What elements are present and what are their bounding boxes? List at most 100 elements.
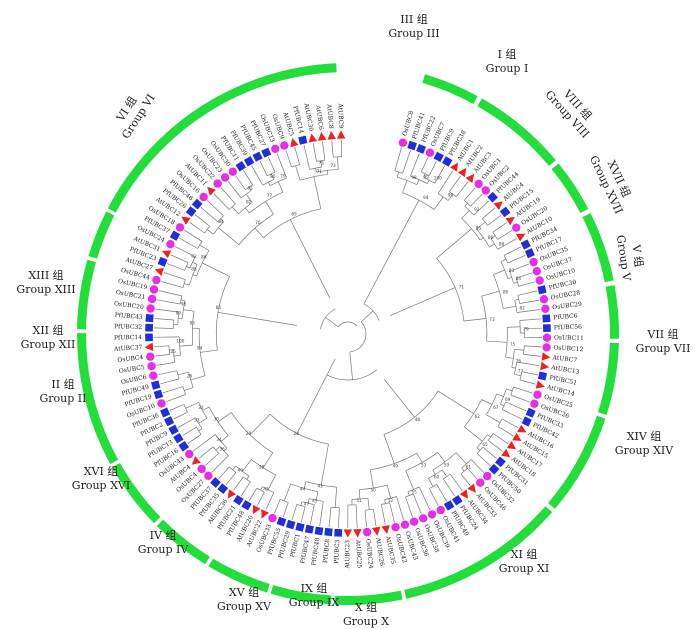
branch-arc: [196, 250, 210, 277]
branch-line: [189, 222, 205, 234]
bootstrap-label: 47: [304, 501, 310, 506]
tree-branches: [153, 140, 543, 529]
branch-arc: [405, 452, 438, 472]
branch-line: [156, 362, 175, 366]
branch-line: [396, 496, 404, 520]
bootstrap-label: 88: [499, 242, 505, 247]
os-marker: [530, 399, 539, 408]
branch-line: [386, 485, 391, 499]
at-marker: [535, 380, 545, 389]
branch-line: [505, 401, 527, 412]
group-label-cn: XIII 组: [28, 268, 63, 282]
branch-line: [296, 358, 336, 434]
bootstrap-label: 71: [317, 169, 323, 174]
branch-line: [190, 375, 206, 381]
os-marker: [280, 141, 289, 150]
branch-arc: [515, 277, 520, 287]
bootstrap-label: 77: [518, 368, 524, 373]
os-marker: [539, 295, 549, 304]
bootstrap-label: 45: [312, 498, 318, 503]
branch-line: [481, 290, 500, 297]
pf-marker: [145, 314, 154, 323]
branch-line: [160, 378, 180, 385]
branch-line: [497, 426, 514, 437]
branch-line: [154, 318, 174, 321]
group-ring-segment-II: [76, 333, 119, 465]
branch-arc: [172, 349, 176, 363]
pf-marker: [169, 230, 181, 241]
leaf-labels: OsUBC8PfUBC41PfUBC22OsUBC7PfUBC9PfUBC38A…: [113, 102, 584, 570]
branch-arc: [214, 434, 228, 449]
os-marker: [391, 523, 400, 532]
leaf-label: AtUBC8: [325, 103, 334, 129]
os-marker: [419, 514, 428, 523]
leaf-label: AtUBC37: [113, 344, 143, 353]
branch-arc: [208, 406, 229, 436]
branch-line: [519, 318, 542, 321]
bootstrap-label: 98: [181, 302, 187, 307]
bootstrap-label: 48: [415, 417, 421, 422]
branch-line: [167, 263, 185, 271]
bootstrap-values: 1009998959492888685848382807977767573716…: [171, 161, 529, 507]
os-marker: [512, 223, 521, 232]
branch-arc: [267, 171, 276, 177]
branch-line: [325, 317, 339, 328]
at-marker: [459, 489, 469, 499]
leaf-label: OsUBC11: [554, 334, 584, 342]
branch-line: [315, 168, 317, 173]
branch-line: [492, 433, 509, 444]
branch-line: [416, 179, 420, 185]
branch-arc: [407, 486, 420, 493]
branch-line: [523, 354, 541, 357]
os-marker: [271, 144, 280, 153]
bootstrap-label: 61: [466, 465, 472, 470]
branch-line: [249, 413, 271, 436]
branch-arc: [316, 168, 339, 173]
branch-line: [496, 393, 504, 397]
pf-marker: [173, 432, 184, 444]
branch-arc: [231, 412, 273, 453]
branch-arc: [370, 452, 417, 471]
branch-line: [254, 227, 264, 238]
branch-line: [265, 201, 274, 215]
branch-line: [174, 246, 196, 258]
branch-arc: [461, 218, 481, 241]
branch-line: [476, 453, 491, 467]
branch-line: [185, 402, 199, 409]
group-label-en: Group XVI: [72, 479, 130, 492]
branch-line: [198, 446, 214, 459]
branch-arc: [523, 345, 525, 355]
branch-line: [220, 435, 229, 442]
leaf-label: PfUBC1: [289, 533, 302, 558]
branch-line: [246, 475, 250, 480]
bootstrap-label: 80: [503, 290, 509, 295]
branch-line: [313, 176, 322, 209]
branch-line: [364, 510, 367, 528]
branch-line: [390, 287, 456, 317]
bootstrap-label: 92: [191, 254, 197, 259]
branch-line: [434, 196, 444, 210]
pf-marker: [191, 198, 203, 210]
pf-marker: [304, 524, 314, 534]
branch-line: [320, 160, 323, 168]
pf-marker: [252, 151, 263, 162]
branch-line: [186, 266, 191, 269]
branch-line: [291, 504, 298, 520]
branch-arc: [212, 446, 219, 454]
branch-arc: [476, 228, 490, 248]
at-marker: [506, 441, 517, 450]
at-marker: [207, 186, 216, 196]
leaf-label: OsUBC28: [550, 289, 581, 301]
leaf-label: OsUBC5: [118, 364, 145, 375]
branch-arc: [305, 481, 337, 488]
os-marker: [199, 192, 208, 202]
bootstrap-label: 55: [412, 490, 418, 495]
os-marker: [147, 294, 157, 304]
branch-line: [461, 210, 470, 219]
branch-line: [300, 506, 306, 523]
os-marker: [146, 304, 155, 313]
pf-marker: [164, 416, 175, 427]
at-marker: [227, 489, 236, 499]
